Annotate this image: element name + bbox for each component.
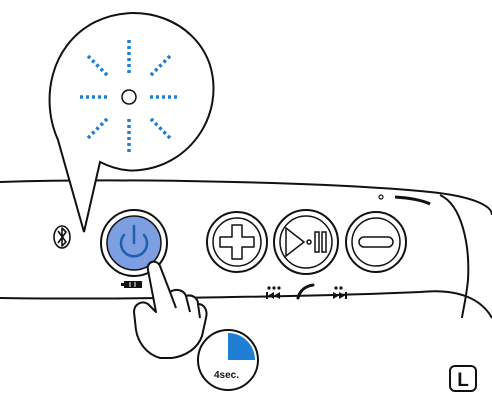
bluetooth-icon bbox=[53, 225, 71, 249]
volume-down-button[interactable] bbox=[345, 211, 407, 273]
led-flash-icon bbox=[80, 40, 180, 155]
play-pause-button[interactable] bbox=[273, 209, 339, 275]
led-indicator bbox=[121, 89, 137, 105]
led-callout bbox=[48, 12, 215, 233]
power-button[interactable] bbox=[100, 209, 168, 277]
timer-progress bbox=[228, 333, 255, 360]
play-pause-icon bbox=[285, 226, 327, 258]
side-badge-label: L bbox=[457, 370, 469, 391]
battery-icon bbox=[121, 281, 142, 288]
plus-icon bbox=[219, 224, 255, 260]
power-icon bbox=[119, 224, 149, 258]
timer-label: 4sec. bbox=[214, 370, 239, 381]
side-badge: L bbox=[449, 365, 477, 392]
previous-track-icon bbox=[266, 286, 281, 299]
pointing-hand-icon bbox=[133, 260, 208, 359]
timer-badge: 4sec. bbox=[197, 329, 259, 391]
next-track-icon bbox=[333, 286, 347, 299]
indicator-dot bbox=[378, 194, 384, 200]
minus-icon bbox=[358, 236, 394, 248]
phone-icon bbox=[296, 283, 315, 300]
volume-up-button[interactable] bbox=[206, 211, 268, 273]
